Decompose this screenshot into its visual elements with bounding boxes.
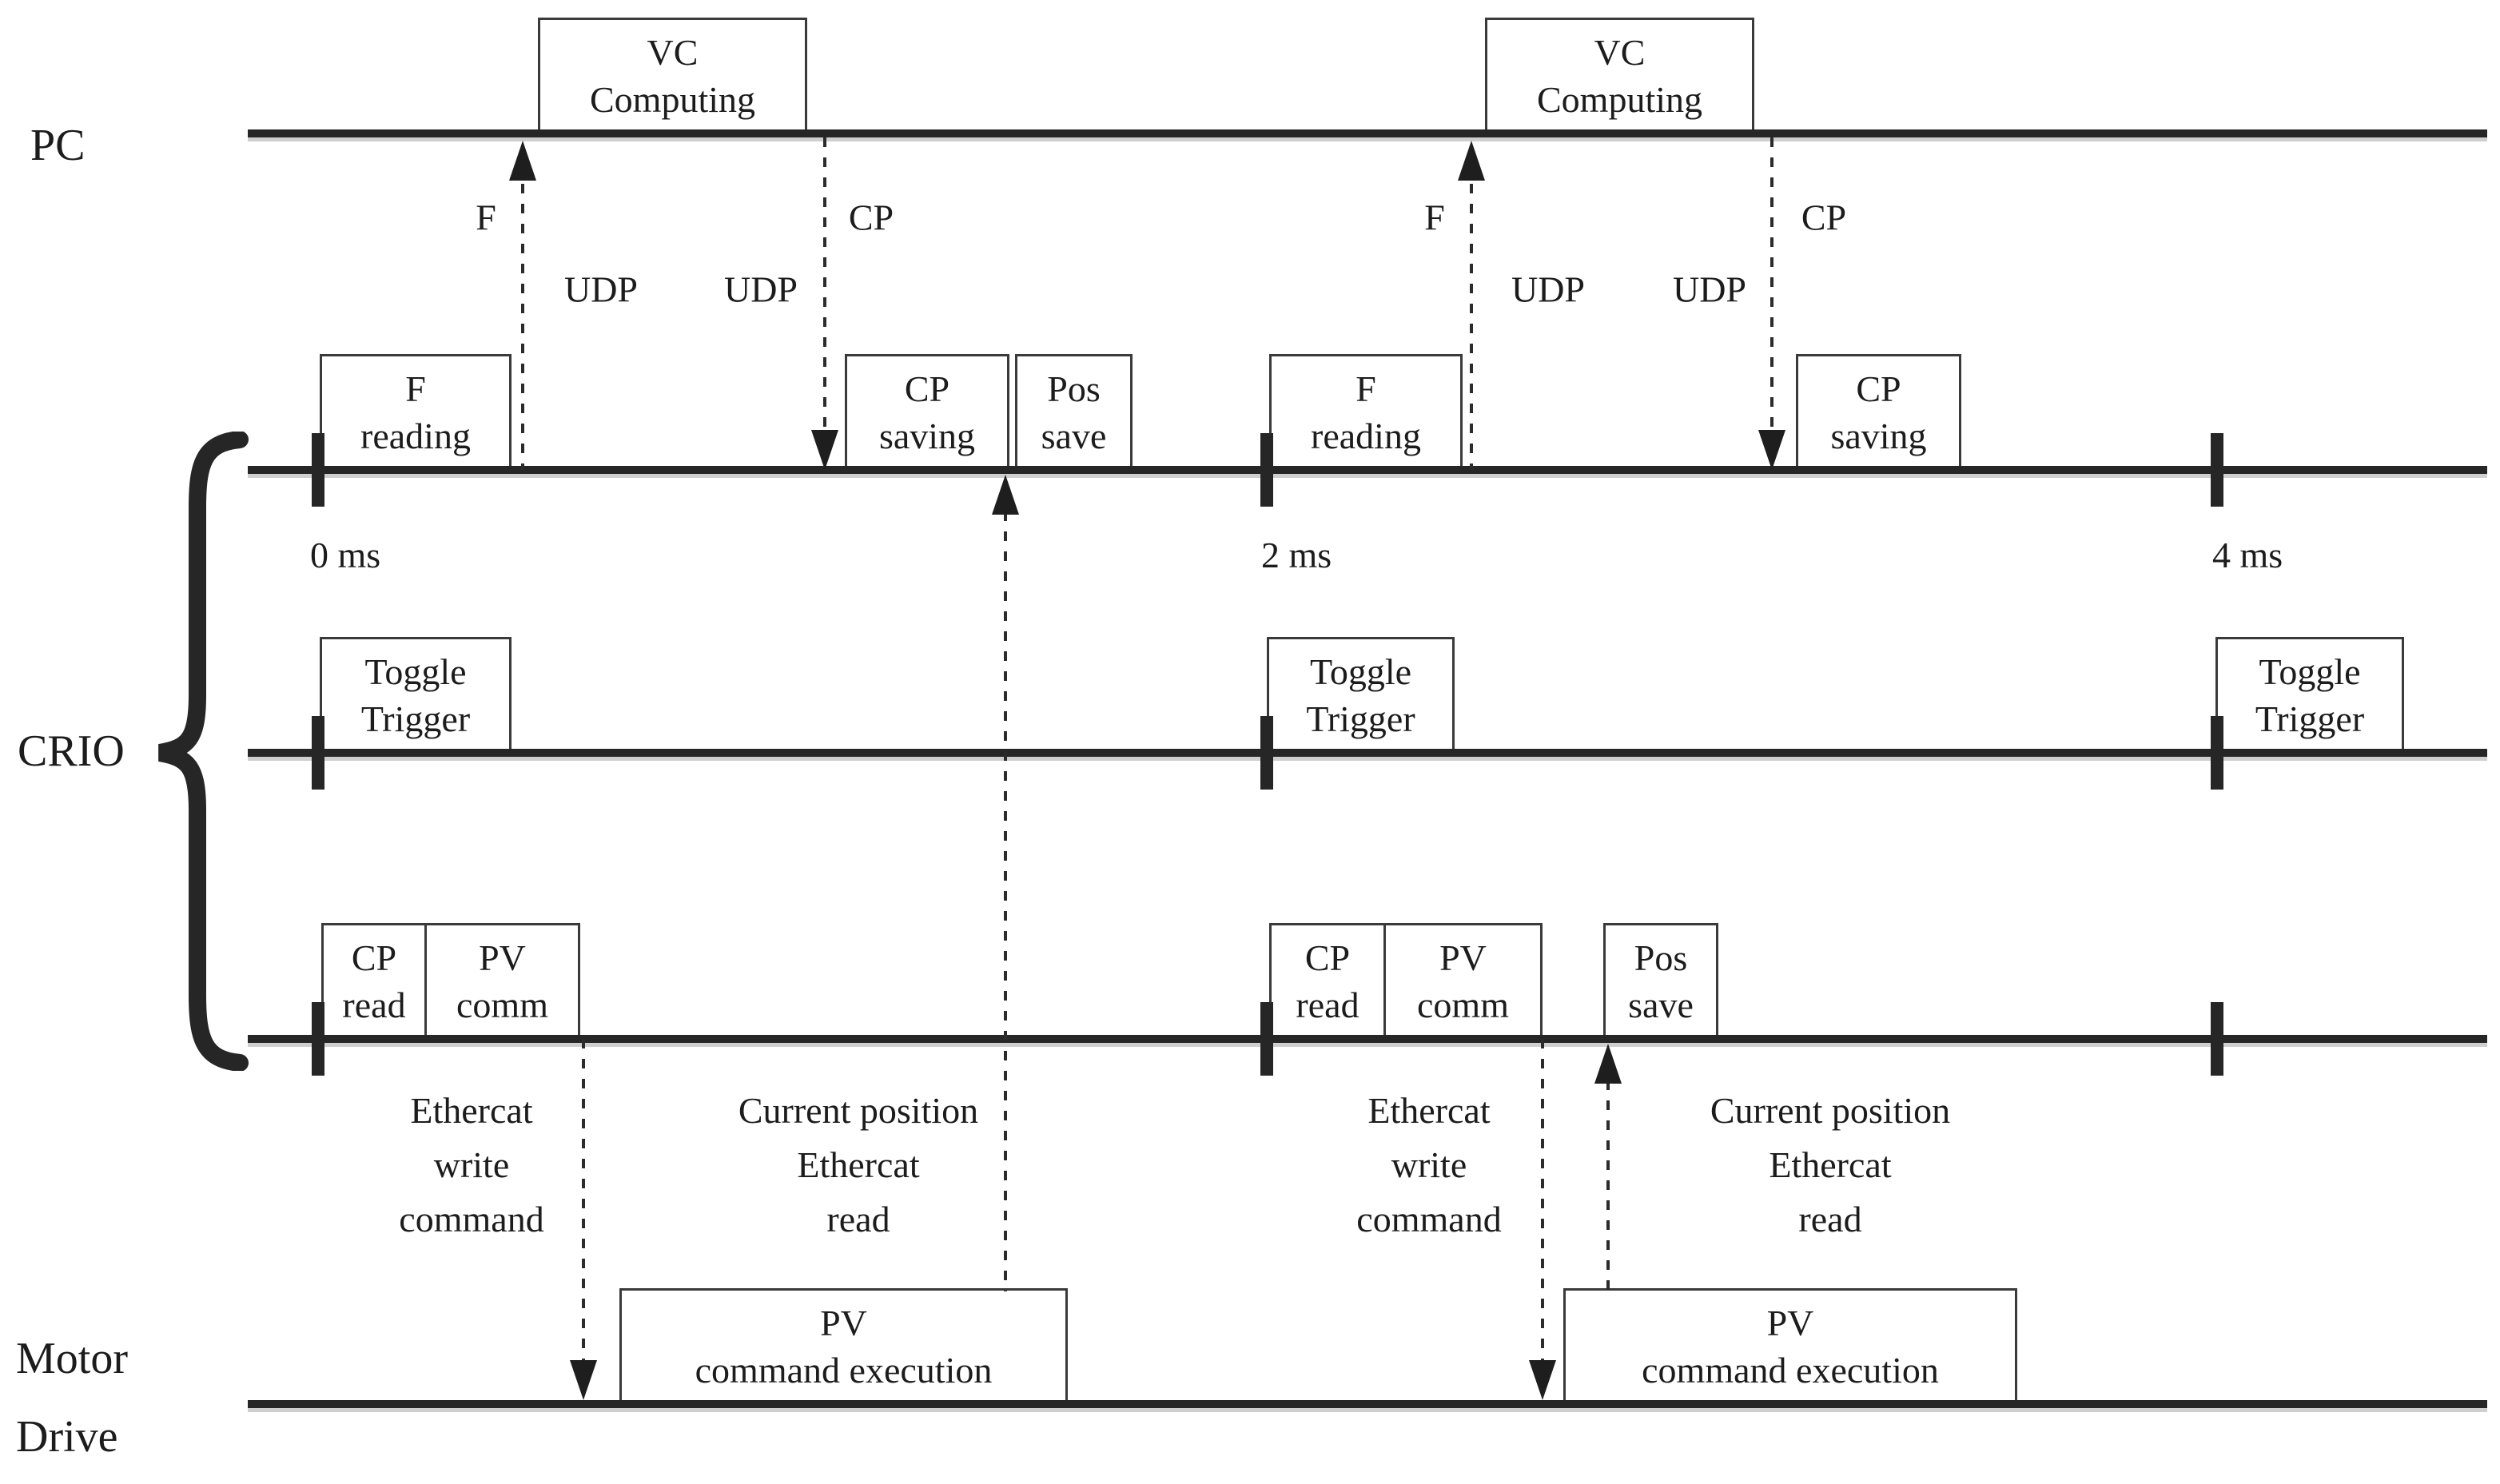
motor-lane-label-line1: Motor [16,1334,128,1383]
cp-udp-dashed-line-1 [823,137,826,430]
crio-brace [157,432,249,1071]
toggle-trigger-box-3: Toggle Trigger [2215,637,2404,753]
cp-saving-box-1: CP saving [845,354,1009,470]
cp-read-box-2: CP read [1269,923,1386,1039]
ethercat-write-command-label-1: Ethercat write command [399,1090,544,1239]
udp-label-4: UDP [1672,269,1747,310]
pv-comm-box-1: PV comm [424,923,580,1039]
tick-2ms-row2 [1260,716,1273,790]
f-reading-box-2: F reading [1269,354,1463,470]
tick-4ms-row1 [2211,433,2223,507]
crio-timeline-2 [248,749,2487,757]
pc-lane-label: PC [30,121,86,170]
time-label-4ms: 4 ms [2212,535,2283,575]
vc-computing-box-2: VC Computing [1485,18,1754,133]
pv-comm-box-2: PV comm [1383,923,1543,1039]
ethercat-write-command-label-2: Ethercat write command [1356,1090,1502,1239]
tick-2ms-row1 [1260,433,1273,507]
motor-drive-timeline [248,1400,2487,1408]
current-position-arrowhead-1 [992,475,1019,515]
cp-signal-label-2: CP [1801,197,1847,238]
tick-0ms-row1 [312,433,324,507]
pv-command-execution-box-1: PV command execution [619,1288,1068,1404]
f-up-arrowhead-1 [509,141,536,181]
cp-read-box-1: CP read [321,923,427,1039]
cp-saving-box-2: CP saving [1796,354,1961,470]
f-reading-box-1: F reading [320,354,512,470]
udp-label-2: UDP [723,269,798,310]
udp-label-1: UDP [563,269,639,310]
f-udp-dashed-line-2 [1470,164,1473,470]
f-signal-label-1: F [476,197,496,238]
tick-0ms-row2 [312,716,324,790]
tick-0ms-row3 [312,1002,324,1076]
f-up-arrowhead-2 [1458,141,1485,181]
f-signal-label-2: F [1424,197,1445,238]
motor-lane-label-line2: Drive [16,1412,118,1462]
current-position-dashed-line-1 [1004,511,1007,1291]
ethercat-write-dashed-line-1 [582,1039,585,1363]
f-udp-dashed-line-1 [521,164,524,470]
vc-computing-box-1: VC Computing [538,18,807,133]
toggle-trigger-box-2: Toggle Trigger [1267,637,1455,753]
ethercat-write-arrowhead-2 [1529,1360,1556,1400]
udp-label-3: UDP [1511,269,1586,310]
pc-timeline [248,129,2487,137]
cp-signal-label-1: CP [848,197,894,238]
time-label-0ms: 0 ms [310,535,381,575]
ethercat-write-arrowhead-1 [570,1360,597,1400]
cp-down-arrowhead-1 [811,430,838,470]
pos-save-box-2: Pos save [1603,923,1718,1039]
pos-save-box-1: Pos save [1015,354,1133,470]
cp-udp-dashed-line-2 [1770,137,1773,430]
current-position-dashed-line-2 [1606,1080,1610,1291]
cp-down-arrowhead-2 [1758,430,1785,470]
crio-timeline-1 [248,466,2487,474]
pv-command-execution-box-2: PV command execution [1563,1288,2017,1404]
tick-2ms-row3 [1260,1002,1273,1076]
crio-timeline-3 [248,1035,2487,1043]
tick-4ms-row3 [2211,1002,2223,1076]
current-position-ethercat-read-label-2: Current position Ethercat read [1710,1090,1951,1239]
current-position-arrowhead-2 [1594,1044,1622,1084]
ethercat-write-dashed-line-2 [1541,1039,1544,1363]
crio-lane-label: CRIO [18,726,125,776]
current-position-ethercat-read-label-1: Current position Ethercat read [738,1090,979,1239]
time-label-2ms: 2 ms [1261,535,1332,575]
tick-4ms-row2 [2211,716,2223,790]
toggle-trigger-box-1: Toggle Trigger [320,637,512,753]
